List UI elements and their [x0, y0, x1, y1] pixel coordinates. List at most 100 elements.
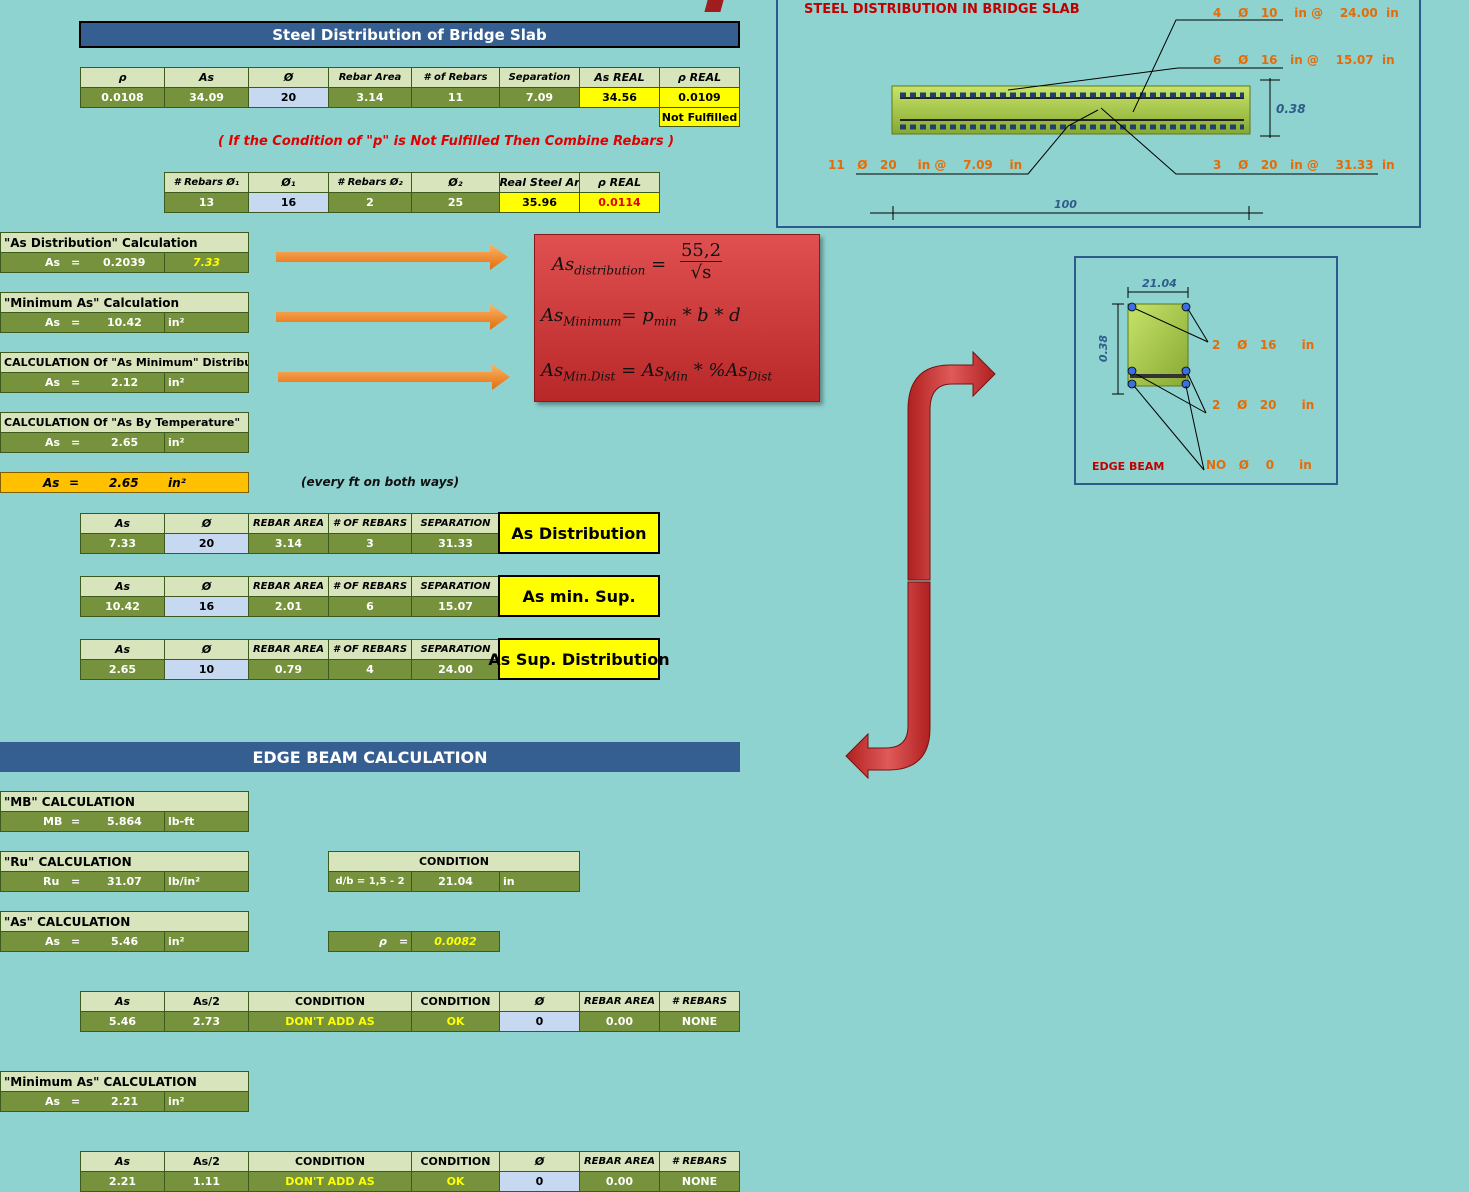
as-distribution-button[interactable]: As Distribution — [498, 512, 660, 554]
e0-v2[interactable]: DON'T ADD AS — [248, 1011, 412, 1032]
condition-value[interactable]: 21.04 — [411, 871, 500, 892]
e0-v5[interactable]: 0.00 — [579, 1011, 660, 1032]
t1-v7[interactable]: 0.0109 — [659, 87, 740, 108]
t2-h3: Ø₂ — [411, 172, 500, 193]
t2-h0: # Rebars Ø₁ — [164, 172, 249, 193]
slab-diagram: STEEL DISTRIBUTION IN BRIDGE SLAB 4 Ø 10… — [776, 0, 1421, 228]
d2-h3: # OF REBARS — [328, 639, 412, 660]
t1-v2[interactable]: 20 — [248, 87, 329, 108]
as-label: "As" CALCULATION — [0, 911, 249, 932]
ru-value[interactable]: 31.07 — [107, 875, 142, 888]
t1-v6[interactable]: 34.56 — [579, 87, 660, 108]
as-value[interactable]: 5.46 — [111, 935, 139, 948]
e1-h1: As/2 — [164, 1151, 249, 1172]
t1-h5: Separation — [499, 67, 580, 88]
beam-height: 0.38 — [1097, 334, 1111, 363]
d2-v4[interactable]: 24.00 — [411, 659, 500, 680]
formula-box: Asdistribution = 55,2 √s AsMinimum= pmin… — [534, 234, 820, 402]
t2-v2[interactable]: 2 — [328, 192, 412, 213]
e0-v6[interactable]: NONE — [659, 1011, 740, 1032]
calc-value[interactable]: 2.65 — [111, 436, 139, 449]
beam-section — [1127, 303, 1189, 387]
d2-h0: As — [80, 639, 165, 660]
e1-v5[interactable]: 0.00 — [579, 1171, 660, 1192]
calc-extra: 7.33 — [164, 252, 249, 273]
rho-sym: ρ — [379, 935, 387, 948]
e0-v3[interactable]: OK — [411, 1011, 500, 1032]
e1-h0: As — [80, 1151, 165, 1172]
calc-label: CALCULATION Of "As Minimum" Distribution — [0, 352, 249, 373]
as-min-sup-button[interactable]: As min. Sup. — [498, 575, 660, 617]
beam-drawing — [1112, 287, 1209, 471]
e1-v3[interactable]: OK — [411, 1171, 500, 1192]
t2-v3[interactable]: 25 — [411, 192, 500, 213]
mb-label: "MB" CALCULATION — [0, 791, 249, 812]
d0-v3[interactable]: 3 — [328, 533, 412, 554]
arrow-icon — [845, 581, 931, 780]
e1-v1[interactable]: 1.11 — [164, 1171, 249, 1192]
slab-bot-right: 3 Ø 20 in @ 31.33 in — [1213, 158, 1395, 172]
beam-r1: 2 Ø 16 in — [1212, 338, 1315, 352]
rho-value[interactable]: 0.0082 — [411, 931, 500, 952]
calc-value[interactable]: 2.12 — [111, 376, 139, 389]
calc-value[interactable]: 10.42 — [107, 316, 142, 329]
d0-h3: # OF REBARS — [328, 513, 412, 534]
t1-v1[interactable]: 34.09 — [164, 87, 249, 108]
t1-v3[interactable]: 3.14 — [328, 87, 412, 108]
e0-v1[interactable]: 2.73 — [164, 1011, 249, 1032]
t2-v1[interactable]: 16 — [248, 192, 329, 213]
d1-v3[interactable]: 6 — [328, 596, 412, 617]
mb-value[interactable]: 5.864 — [107, 815, 142, 828]
e1-v4[interactable]: 0 — [499, 1171, 580, 1192]
t2-v0[interactable]: 13 — [164, 192, 249, 213]
e0-v4[interactable]: 0 — [499, 1011, 580, 1032]
as-final-value[interactable]: 2.65 — [109, 476, 139, 490]
calc-row: As = 2.12 — [0, 372, 165, 393]
d1-v1[interactable]: 16 — [164, 596, 249, 617]
arrow-icon — [278, 364, 510, 390]
t2-v4[interactable]: 35.96 — [499, 192, 580, 213]
d2-v3[interactable]: 4 — [328, 659, 412, 680]
t1-v4[interactable]: 11 — [411, 87, 500, 108]
calc-value[interactable]: 0.2039 — [103, 256, 146, 269]
formula-fraction: 55,2 √s — [680, 240, 722, 283]
calc-sym: As — [45, 316, 61, 329]
red-shape — [704, 0, 724, 12]
e0-v0[interactable]: 5.46 — [80, 1011, 165, 1032]
as-eq: = — [71, 935, 81, 948]
t1-h2: Ø — [248, 67, 329, 88]
d0-v2[interactable]: 3.14 — [248, 533, 329, 554]
t2-v5[interactable]: 0.0114 — [579, 192, 660, 213]
d2-v1[interactable]: 10 — [164, 659, 249, 680]
d1-v0[interactable]: 10.42 — [80, 596, 165, 617]
e1-h3: CONDITION — [411, 1151, 500, 1172]
asmin-sym: As — [45, 1095, 61, 1108]
d2-v0[interactable]: 2.65 — [80, 659, 165, 680]
d1-v2[interactable]: 2.01 — [248, 596, 329, 617]
as-final-row: As = 2.65 in² — [0, 472, 249, 493]
asmin-value[interactable]: 2.21 — [111, 1095, 139, 1108]
calc-eq: = — [71, 376, 81, 389]
as-sup-distribution-button[interactable]: As Sup. Distribution — [488, 638, 670, 680]
t1-v5[interactable]: 7.09 — [499, 87, 580, 108]
d0-v4[interactable]: 31.33 — [411, 533, 500, 554]
slab-top1: 4 Ø 10 in @ 24.00 in — [1213, 6, 1399, 20]
d0-v1[interactable]: 20 — [164, 533, 249, 554]
d0-h4: SEPARATION — [411, 513, 500, 534]
d2-h1: Ø — [164, 639, 249, 660]
beam-diagram: 21.04 0.38 2 Ø 16 in 2 Ø 20 in NO Ø 0 in… — [1074, 256, 1338, 485]
t2-h2: # Rebars Ø₂ — [328, 172, 412, 193]
e1-v2[interactable]: DON'T ADD AS — [248, 1171, 412, 1192]
t1-status: Not Fulfilled — [659, 107, 740, 127]
d1-h3: # OF REBARS — [328, 576, 412, 597]
formula-distribution: Asdistribution = — [552, 254, 667, 278]
d1-v4[interactable]: 15.07 — [411, 596, 500, 617]
formula-minimum: AsMinimum= pmin * b * d — [541, 305, 741, 329]
e1-v0[interactable]: 2.21 — [80, 1171, 165, 1192]
t1-v0[interactable]: 0.0108 — [80, 87, 165, 108]
d2-v2[interactable]: 0.79 — [248, 659, 329, 680]
d0-v0[interactable]: 7.33 — [80, 533, 165, 554]
rho-row: ρ = — [328, 931, 412, 952]
e1-v6[interactable]: NONE — [659, 1171, 740, 1192]
e1-h6: # REBARS — [659, 1151, 740, 1172]
